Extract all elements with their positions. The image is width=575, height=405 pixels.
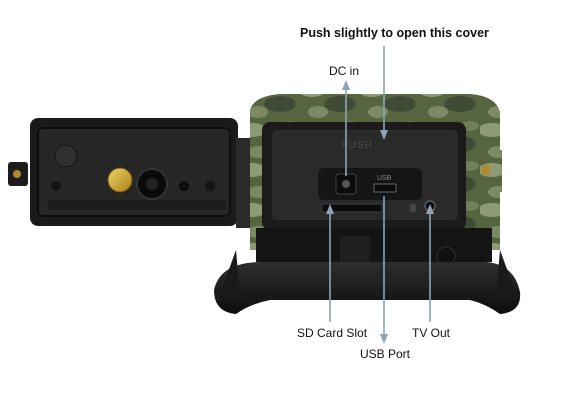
usb-socket [373,183,397,193]
lower-body [256,228,492,262]
lower-connector [340,236,370,262]
arrow-up-icon [342,80,350,90]
camera-body: PUSH USB [214,94,521,314]
camera-lens-inner [146,178,158,190]
cover-hole-left [51,181,61,191]
mount-screw-icon [13,170,21,178]
bracket-right-arm [496,250,516,296]
cover-seal-strip [48,200,226,210]
cover-hinge [236,138,250,228]
cover-hole-right [205,181,215,191]
dc-in-label: DC in [329,64,360,78]
cover-emblem [54,144,78,168]
mount-screw-icon [481,165,491,175]
usb-marking: USB [377,175,392,182]
sd-card-slot [321,203,383,213]
gold-button-icon [107,167,133,193]
arrow-down-icon [380,130,388,140]
push-cover-label: Push slightly to open this cover [300,26,489,40]
cover-inner-panel [37,127,231,217]
tv-out-label: TV Out [412,326,451,340]
dc-in-pin [342,180,350,188]
bracket-left-arm [220,250,240,296]
switch-marker [410,204,416,212]
push-marking: PUSH [341,140,373,151]
arrow-up-icon [426,204,434,214]
sd-card-slot-label: SD Card Slot [297,326,368,340]
cover-hole-mid [177,179,191,193]
port-recess [318,168,422,200]
usb-port-label: USB Port [360,347,411,361]
callout-arrows [326,46,434,344]
base-bracket [214,262,521,314]
arrow-up-icon [326,204,334,214]
open-cover [8,118,250,228]
arrow-down-icon [380,334,388,344]
